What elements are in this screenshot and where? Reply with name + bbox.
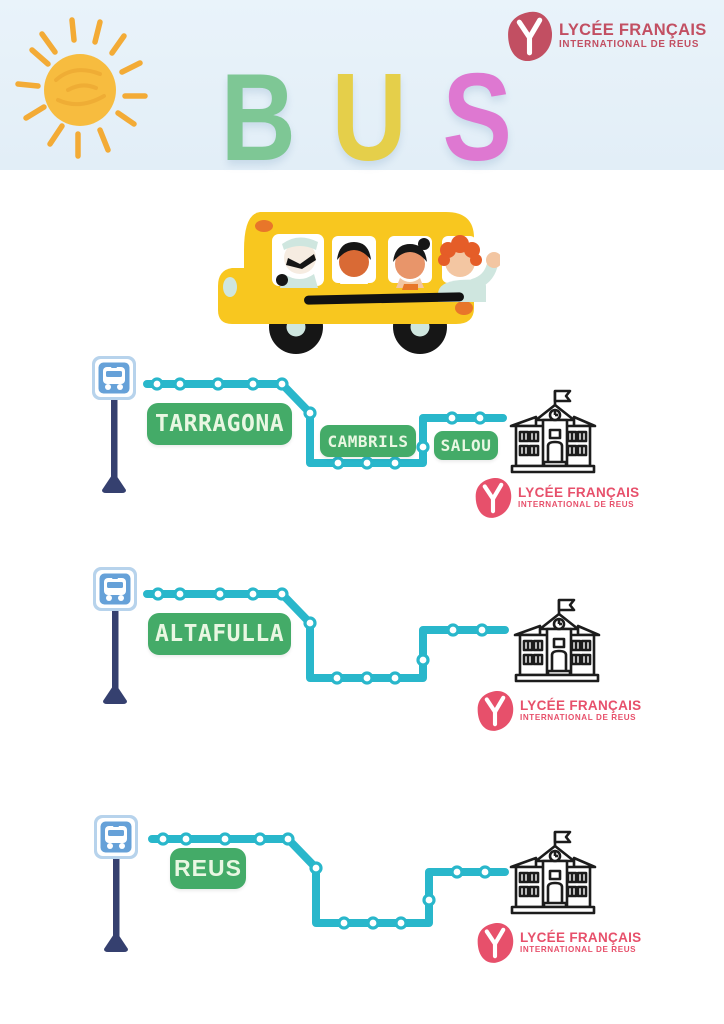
lycee-logo-mark xyxy=(508,11,553,62)
sun-icon xyxy=(15,17,148,159)
lycee-logo-line2: INTERNATIONAL DE REUS xyxy=(520,944,637,954)
bus-title-letter-b: B xyxy=(220,49,300,187)
lycee-logo-mark xyxy=(477,922,514,963)
lycee-logo-line1: LYCÉE FRANÇAIS xyxy=(559,21,707,40)
lycee-logo: LYCÉE FRANÇAIS INTERNATIONAL DE REUS xyxy=(476,922,641,964)
school-building-icon xyxy=(509,830,597,915)
route-line xyxy=(148,832,509,930)
bus-title: B U S xyxy=(221,56,516,180)
route-line xyxy=(143,377,507,470)
lycee-logo-line2: INTERNATIONAL DE REUS xyxy=(518,499,635,509)
lycee-logo-line1: LYCÉE FRANÇAIS xyxy=(520,930,642,946)
header-band xyxy=(0,0,724,170)
school-building-icon xyxy=(513,598,601,683)
lycee-logo-line2: INTERNATIONAL DE REUS xyxy=(559,38,700,50)
bus-kid-1 xyxy=(337,242,371,284)
bus-title-letter-u: U xyxy=(331,49,411,187)
stop-label-salou: SALOU xyxy=(434,431,498,460)
lycee-logo: LYCÉE FRANÇAIS INTERNATIONAL DE REUS xyxy=(474,477,639,519)
bus-stop-sign-icon xyxy=(92,356,136,493)
stop-label-reus: REUS xyxy=(170,848,246,889)
lycee-logo-line1: LYCÉE FRANÇAIS xyxy=(518,485,640,501)
lycee-logo-line2: INTERNATIONAL DE REUS xyxy=(520,712,637,722)
lycee-logo-line1: LYCÉE FRANÇAIS xyxy=(520,698,642,714)
stop-label-cambrils: CAMBRILS xyxy=(320,425,416,457)
bus-title-letter-s: S xyxy=(442,49,516,187)
lycee-logo: LYCÉE FRANÇAIS INTERNATIONAL DE REUS xyxy=(476,690,641,732)
lycee-logo-mark xyxy=(475,477,512,518)
school-building-icon xyxy=(509,389,597,474)
stop-label-altafulla: ALTAFULLA xyxy=(148,613,291,655)
stop-label-tarragona: TARRAGONA xyxy=(147,403,292,445)
school-bus-illustration xyxy=(218,212,500,354)
bus-kid-2 xyxy=(393,238,430,290)
bus-kid-3 xyxy=(438,235,500,302)
route-line xyxy=(143,587,509,685)
bus-driver xyxy=(276,237,318,288)
bus-stop-sign-icon xyxy=(93,567,137,704)
lycee-logo: LYCÉE FRANÇAIS INTERNATIONAL DE REUS xyxy=(506,11,707,62)
lycee-logo-mark xyxy=(477,690,514,731)
bus-stop-sign-icon xyxy=(94,815,138,952)
